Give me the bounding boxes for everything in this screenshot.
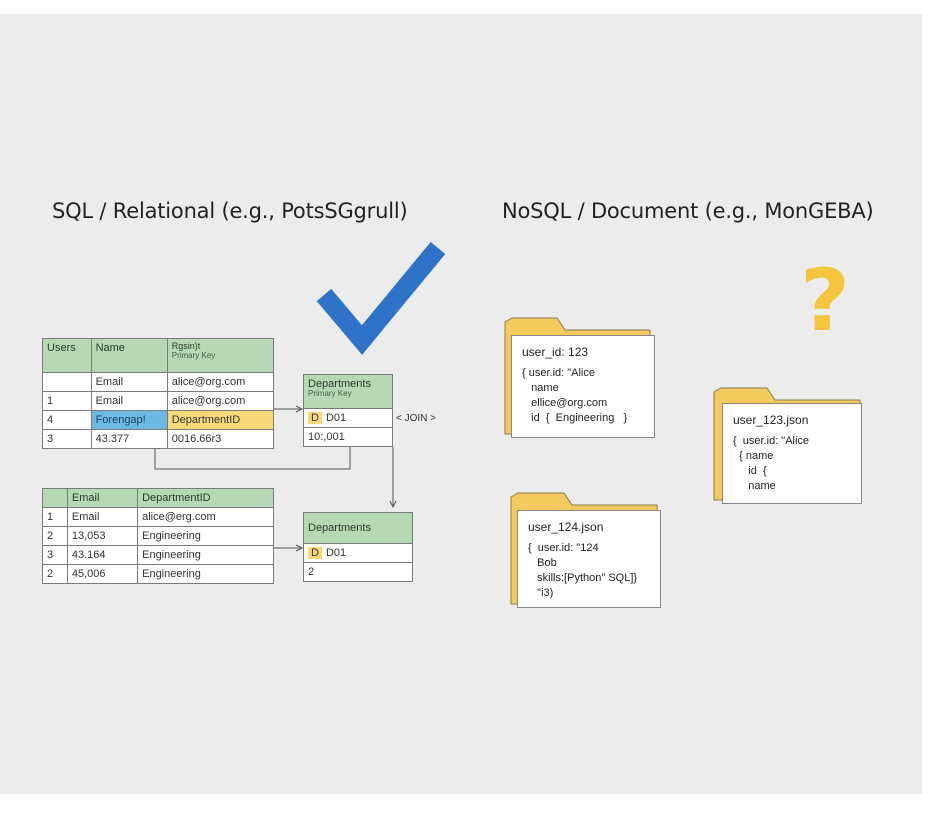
document-card: user_124.json { user.id: "124 Bob skills… bbox=[517, 510, 661, 608]
department-id-cell: DepartmentID bbox=[166, 410, 275, 430]
document-line: skills:[Python" SQL]} bbox=[528, 571, 638, 584]
employees-table: Email DepartmentID 1 Email alice@erg.com… bbox=[42, 488, 274, 584]
document-line: name bbox=[522, 382, 559, 395]
table-cell bbox=[42, 372, 92, 392]
table-header-sub: Primary Key bbox=[308, 389, 352, 399]
sql-heading: SQL / Relational (e.g., PotsSGgrull) bbox=[52, 199, 408, 223]
users-table: Users Name Rgsin)t Primary Key Email ali… bbox=[42, 338, 275, 449]
document-line: name bbox=[733, 479, 776, 492]
table-cell: 43.164 bbox=[66, 545, 139, 565]
document-card: user_id: 123 { user.id: "Alice name elli… bbox=[511, 335, 655, 438]
table-cell: 13,053 bbox=[66, 526, 139, 546]
table-cell: 45,006 bbox=[66, 564, 139, 584]
key-badge: D bbox=[308, 411, 322, 425]
table-cell: 0016.66r3 bbox=[166, 429, 275, 449]
document-line: { user.id: "124 bbox=[528, 542, 599, 555]
document-line: { user.id: "Alice bbox=[733, 435, 810, 448]
nosql-heading: NoSQL / Document (e.g., MonGEBA) bbox=[502, 199, 874, 223]
table-cell: alice@org.com bbox=[166, 372, 275, 392]
table-cell: 2 bbox=[303, 562, 413, 582]
key-badge: D bbox=[308, 546, 322, 560]
table-cell: 1 bbox=[42, 391, 92, 411]
table-cell: 2 bbox=[42, 564, 68, 584]
cell-value: D01 bbox=[325, 411, 347, 424]
table-row: 1 Email alice@org.com bbox=[42, 391, 275, 411]
document-line: { user.id: "Alice bbox=[522, 367, 595, 380]
document-line: { name bbox=[733, 450, 774, 463]
table-cell: Email bbox=[90, 391, 168, 411]
table-row: Email alice@org.com bbox=[42, 372, 275, 392]
connector-line bbox=[154, 447, 351, 470]
table-header bbox=[42, 488, 68, 508]
table-row: 2 45,006 Engineering bbox=[42, 564, 274, 584]
table-header: Email bbox=[66, 488, 139, 508]
document-card: user_123.json { user.id: "Alice { name i… bbox=[722, 403, 862, 504]
table-header-label: Rgsin)t bbox=[171, 341, 201, 351]
table-cell: Email bbox=[66, 507, 139, 527]
document-line: "i3) bbox=[528, 586, 554, 599]
document-line: id { Engineering } bbox=[522, 411, 628, 424]
table-cell: Engineering bbox=[137, 564, 274, 584]
table-row: 2 13,053 Engineering bbox=[42, 526, 274, 546]
table-cell: Email bbox=[90, 372, 168, 392]
table-cell: 3 bbox=[42, 545, 68, 565]
table-row: 3 43.164 Engineering bbox=[42, 545, 274, 565]
document-title: user_123.json bbox=[733, 413, 809, 427]
document-title: user_124.json bbox=[528, 520, 604, 534]
question-mark-icon: ? bbox=[800, 251, 850, 351]
table-cell: alice@erg.com bbox=[137, 507, 274, 527]
table-cell: 4 bbox=[42, 410, 92, 430]
table-row: 10:,001 bbox=[303, 427, 393, 447]
table-row: 4 Forengap! DepartmentID bbox=[42, 410, 275, 430]
arrow-head bbox=[295, 544, 304, 552]
table-cell: 3 bbox=[42, 429, 92, 449]
cell-value: D01 bbox=[325, 546, 347, 559]
table-header-sub: Primary Key bbox=[171, 350, 216, 360]
foreign-key-cell: Forengap! bbox=[90, 410, 168, 430]
table-header: DepartmentID bbox=[137, 488, 274, 508]
table-header: Name bbox=[90, 338, 168, 373]
table-cell: Engineering bbox=[137, 526, 274, 546]
table-cell: 43.377 bbox=[90, 429, 168, 449]
table-cell: 1 bbox=[42, 507, 68, 527]
document-line: Bob bbox=[528, 557, 557, 570]
arrow-head bbox=[389, 500, 397, 509]
table-cell: 10:,001 bbox=[303, 427, 393, 447]
join-label: < JOIN > bbox=[396, 413, 437, 424]
table-row: 1 Email alice@erg.com bbox=[42, 507, 274, 527]
table-cell: 2 bbox=[42, 526, 68, 546]
table-header-label: Departments bbox=[308, 378, 371, 390]
document-title: user_id: 123 bbox=[522, 345, 589, 359]
table-row: 2 bbox=[303, 562, 413, 582]
document-line: ellice@org.com bbox=[522, 396, 608, 409]
table-row: 3 43.377 0016.66r3 bbox=[42, 429, 275, 449]
table-header: Departments Primary Key bbox=[303, 374, 393, 409]
table-header: Users bbox=[42, 338, 92, 373]
table-cell: alice@org.com bbox=[166, 391, 275, 411]
arrow-head bbox=[295, 405, 304, 413]
document-line: id { bbox=[733, 464, 767, 477]
table-cell: Engineering bbox=[137, 545, 274, 565]
table-header: Departments bbox=[303, 512, 413, 544]
checkmark-icon bbox=[316, 241, 446, 355]
table-header: Rgsin)t Primary Key bbox=[166, 338, 275, 373]
